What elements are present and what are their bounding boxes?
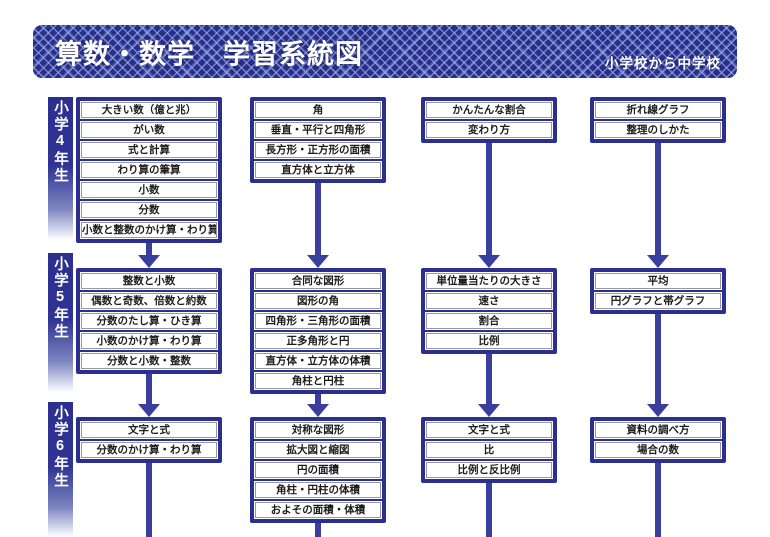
grade-bar-elementary-4: 小学4年生 bbox=[48, 97, 73, 240]
flow-line-g6-col1 bbox=[146, 463, 152, 537]
topic-box: 大きい数（億と兆） bbox=[81, 102, 217, 118]
topic-box: 角柱・円柱の体積 bbox=[255, 482, 381, 498]
topic-group-g4-geometry: 角垂直・平行と四角形長方形・正方形の面積直方体と立方体 bbox=[250, 97, 386, 183]
flow-line-g6-col4 bbox=[655, 463, 661, 537]
arrowhead-icon bbox=[138, 404, 160, 417]
grade-bar-elementary-5: 小学5年生 bbox=[48, 253, 73, 392]
topic-box: 文字と式 bbox=[81, 422, 217, 438]
topic-box: 折れ線グラフ bbox=[595, 102, 721, 118]
topic-box: 速さ bbox=[426, 293, 552, 309]
topic-group-g4-numbers: 大きい数（億と兆） がい数式と計算わり算の筆算小数分数小数と整数のかけ算・わり算 bbox=[76, 97, 222, 243]
topic-box: 合同な図形 bbox=[255, 273, 381, 289]
topic-box: 正多角形と円 bbox=[255, 333, 381, 349]
grade-label: 小学5年生 bbox=[52, 256, 68, 340]
header-banner: 算数・数学 学習系統図 小学校から中学校 bbox=[33, 25, 737, 78]
topic-box: 偶数と奇数、倍数と約数 bbox=[81, 293, 217, 309]
topic-box: 長方形・正方形の面積 bbox=[255, 142, 381, 158]
topic-box: 円の面積 bbox=[255, 462, 381, 478]
topic-box: 図形の角 bbox=[255, 293, 381, 309]
flow-arrow-g5g6-col4 bbox=[655, 314, 661, 405]
topic-box: 分数と小数・整数 bbox=[81, 353, 217, 369]
header-subtitle: 小学校から中学校 bbox=[605, 56, 721, 71]
topic-box: かんたんな割合 bbox=[426, 102, 552, 118]
topic-box: 比例と反比例 bbox=[426, 462, 552, 478]
flow-arrow-g4g5-col1 bbox=[146, 243, 152, 256]
arrowhead-icon bbox=[307, 255, 329, 268]
topic-box: 資料の調べ方 bbox=[595, 422, 721, 438]
topic-box: 分数 bbox=[81, 202, 217, 218]
topic-box: 割合 bbox=[426, 313, 552, 329]
flow-arrow-g5g6-col3 bbox=[486, 354, 492, 405]
topic-box: 四角形・三角形の面積 bbox=[255, 313, 381, 329]
topic-box: 文字と式 bbox=[426, 422, 552, 438]
topic-box: 比 bbox=[426, 442, 552, 458]
topic-box: 整数と小数 bbox=[81, 273, 217, 289]
flow-arrow-g5g6-col2 bbox=[315, 394, 321, 405]
topic-box: 分数のかけ算・わり算 bbox=[81, 442, 217, 458]
flow-arrow-g5g6-col1 bbox=[146, 374, 152, 405]
page-title: 算数・数学 学習系統図 bbox=[55, 39, 363, 69]
topic-group-g5-numbers: 整数と小数偶数と奇数、倍数と約数分数のたし算・ひき算小数のかけ算・わり算分数と小… bbox=[76, 268, 222, 374]
topic-box: 円グラフと帯グラフ bbox=[595, 293, 721, 309]
topic-group-g6-numbers: 文字と式分数のかけ算・わり算 bbox=[76, 417, 222, 463]
arrowhead-icon bbox=[478, 404, 500, 417]
topic-group-g6-data: 資料の調べ方場合の数 bbox=[590, 417, 726, 463]
topic-box: がい数 bbox=[81, 122, 217, 138]
topic-box: 直方体と立方体 bbox=[255, 162, 381, 178]
topic-box: 変わり方 bbox=[426, 122, 552, 138]
flow-arrow-g4g5-col4 bbox=[655, 143, 661, 256]
topic-box: 垂直・平行と四角形 bbox=[255, 122, 381, 138]
arrowhead-icon bbox=[647, 404, 669, 417]
topic-box: 式と計算 bbox=[81, 142, 217, 158]
grade-label: 小学6年生 bbox=[52, 405, 68, 489]
flow-arrow-g4g5-col3 bbox=[486, 143, 492, 256]
topic-group-g5-data: 平均円グラフと帯グラフ bbox=[590, 268, 726, 314]
topic-box: 拡大図と縮図 bbox=[255, 442, 381, 458]
topic-group-g5-relations: 単位量当たりの大きさ速さ割合比例 bbox=[421, 268, 557, 354]
topic-box: およその面積・体積 bbox=[255, 502, 381, 518]
flow-arrow-g4g5-col2 bbox=[315, 183, 321, 256]
arrowhead-icon bbox=[647, 255, 669, 268]
topic-box: 直方体・立方体の体積 bbox=[255, 353, 381, 369]
flow-line-g6-col3 bbox=[486, 483, 492, 537]
topic-box: 平均 bbox=[595, 273, 721, 289]
topic-group-g4-relations: かんたんな割合変わり方 bbox=[421, 97, 557, 143]
topic-box: わり算の筆算 bbox=[81, 162, 217, 178]
topic-box: 分数のたし算・ひき算 bbox=[81, 313, 217, 329]
topic-box: 対称な図形 bbox=[255, 422, 381, 438]
topic-group-g6-relations: 文字と式比比例と反比例 bbox=[421, 417, 557, 483]
topic-group-g6-geometry: 対称な図形拡大図と縮図円の面積角柱・円柱の体積およその面積・体積 bbox=[250, 417, 386, 523]
arrowhead-icon bbox=[138, 255, 160, 268]
topic-group-g5-geometry: 合同な図形図形の角四角形・三角形の面積正多角形と円直方体・立方体の体積角柱と円柱 bbox=[250, 268, 386, 394]
topic-group-g4-data: 折れ線グラフ整理のしかた bbox=[590, 97, 726, 143]
flow-line-g6-col2 bbox=[315, 523, 321, 537]
topic-box: 角 bbox=[255, 102, 381, 118]
grade-label: 小学4年生 bbox=[52, 100, 68, 184]
grade-bar-elementary-6: 小学6年生 bbox=[48, 402, 73, 537]
topic-box: 単位量当たりの大きさ bbox=[426, 273, 552, 289]
arrowhead-icon bbox=[478, 255, 500, 268]
topic-box: 場合の数 bbox=[595, 442, 721, 458]
topic-box: 小数と整数のかけ算・わり算 bbox=[81, 222, 217, 238]
topic-box: 比例 bbox=[426, 333, 552, 349]
arrowhead-icon bbox=[307, 404, 329, 417]
topic-box: 整理のしかた bbox=[595, 122, 721, 138]
topic-box: 小数 bbox=[81, 182, 217, 198]
topic-box: 角柱と円柱 bbox=[255, 373, 381, 389]
topic-box: 小数のかけ算・わり算 bbox=[81, 333, 217, 349]
